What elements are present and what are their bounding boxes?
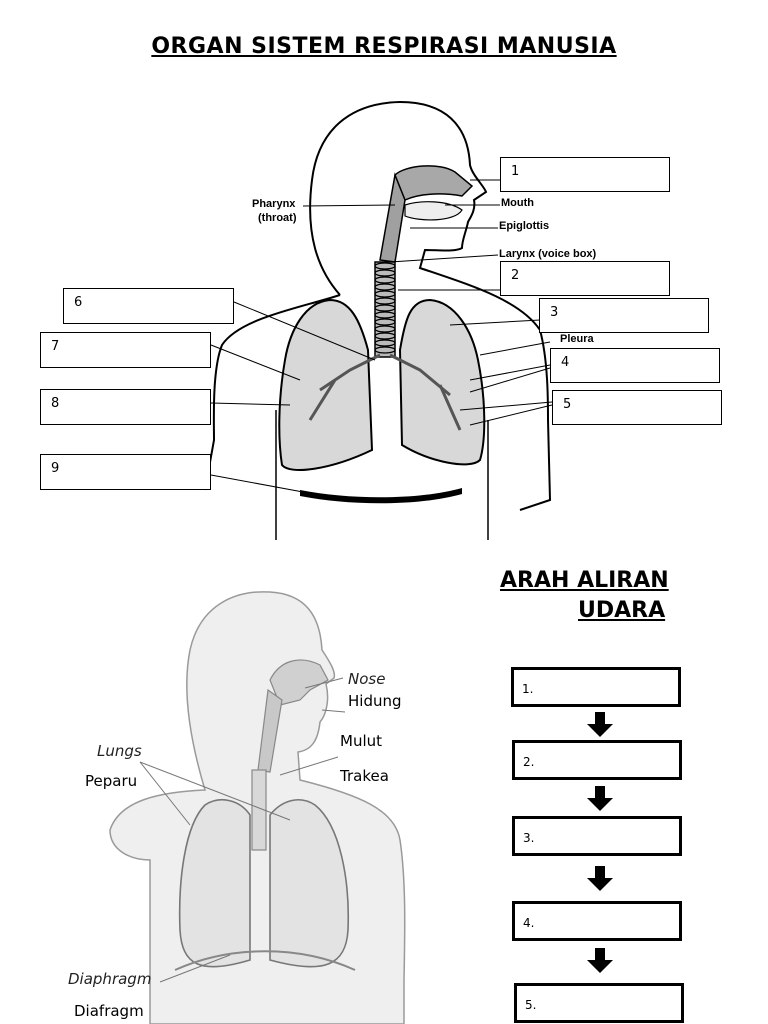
- page-title: ORGAN SISTEM RESPIRASI MANUSIA: [151, 34, 617, 59]
- throat: [257, 688, 283, 773]
- body-outline: [204, 100, 552, 511]
- answer-box-1[interactable]: 1: [500, 157, 670, 192]
- label-diaphragm-ms: Diafragm: [74, 1002, 144, 1020]
- flow-step-3[interactable]: 3.: [512, 816, 682, 856]
- trachea-ring: [374, 283, 396, 291]
- label-nose-ms: Hidung: [348, 692, 402, 710]
- flow-step-2[interactable]: 2.: [512, 740, 682, 780]
- flow-step-5[interactable]: 5.: [514, 983, 684, 1023]
- label-mouth-ms: Mulut: [340, 732, 383, 750]
- nasal-passage: [269, 659, 329, 706]
- answer-box-8[interactable]: 8: [40, 389, 211, 425]
- label-pleura: Pleura: [560, 333, 594, 345]
- answer-box-7[interactable]: 7: [40, 332, 211, 368]
- trachea-ring: [374, 304, 396, 312]
- trachea-ring: [374, 346, 396, 354]
- flow-step-4[interactable]: 4.: [512, 901, 682, 941]
- answer-box-4[interactable]: 4: [550, 348, 720, 383]
- flow-title-line2: UDARA: [578, 598, 666, 623]
- bottom-leader-lines: [139, 677, 346, 983]
- trachea-ring: [374, 276, 396, 284]
- label-epiglottis: Epiglottis: [499, 220, 550, 232]
- leader-lines: [210, 179, 553, 493]
- trachea-ring: [374, 318, 396, 326]
- label-pharynx: Pharynx: [252, 198, 296, 210]
- nasal-cavity: [394, 165, 474, 201]
- diaphragm-band: [300, 488, 462, 504]
- answer-box-3[interactable]: 3: [539, 298, 709, 333]
- trachea-ring: [374, 311, 396, 319]
- right-lung: [398, 298, 486, 466]
- trachea-ring: [374, 262, 396, 270]
- flow-title-line1: ARAH ALIRAN: [500, 568, 669, 593]
- down-arrow-icon: [587, 948, 613, 973]
- bottom-right-lung: [269, 799, 350, 968]
- flow-step-1[interactable]: 1.: [511, 667, 681, 707]
- label-nose-en: Nose: [348, 670, 386, 688]
- label-trachea-ms: Trakea: [340, 767, 389, 785]
- label-lungs-ms: Peparu: [85, 772, 138, 790]
- answer-box-5[interactable]: 5: [552, 390, 722, 425]
- down-arrow-icon: [587, 712, 613, 737]
- trachea-ring: [374, 332, 396, 340]
- answer-box-2[interactable]: 2: [500, 261, 670, 296]
- trachea-ring: [374, 269, 396, 277]
- bottom-diaphragm: [174, 950, 356, 971]
- down-arrow-icon: [587, 786, 613, 811]
- answer-box-9[interactable]: 9: [40, 454, 211, 490]
- label-mouth: Mouth: [501, 197, 534, 209]
- label-diaphragm-en: Diaphragm: [68, 970, 152, 988]
- label-larynx: Larynx (voice box): [499, 248, 597, 260]
- trachea-ring: [374, 290, 396, 298]
- torso-lines: [275, 410, 489, 540]
- label-lungs-en: Lungs: [97, 742, 142, 760]
- bottom-left-lung: [178, 799, 251, 968]
- answer-box-6[interactable]: 6: [63, 288, 234, 324]
- bronchi: [308, 353, 462, 431]
- trachea-ring: [374, 325, 396, 333]
- mouth-shape: [404, 201, 463, 221]
- bottom-trachea: [251, 769, 267, 851]
- down-arrow-icon: [587, 866, 613, 891]
- trachea-ring: [374, 339, 396, 347]
- trachea-ring: [374, 297, 396, 305]
- label-pharynx-throat: (throat): [258, 212, 297, 224]
